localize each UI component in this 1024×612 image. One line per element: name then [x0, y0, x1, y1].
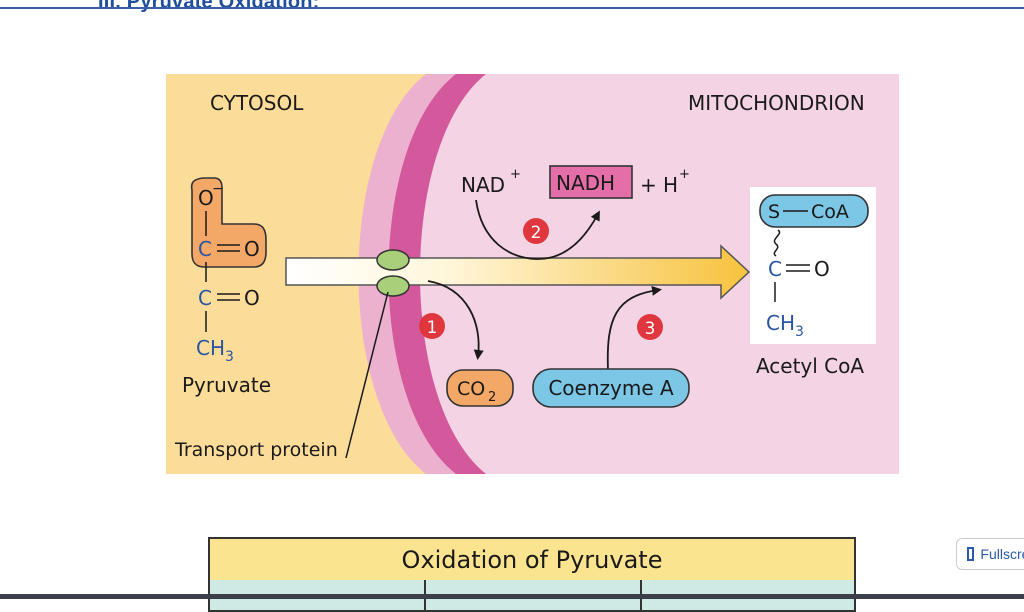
- step-2-badge: [523, 218, 549, 244]
- transport-protein-upper: [376, 249, 410, 271]
- bottom-rule: [0, 594, 1024, 599]
- proton-label: H: [663, 173, 678, 197]
- coa-group-box: [759, 194, 869, 228]
- co2-release-arrow: [427, 280, 484, 360]
- plus-sign: +: [640, 173, 657, 197]
- step-2-number: 2: [531, 223, 542, 243]
- transport-protein-lower: [376, 275, 410, 297]
- fullscreen-button[interactable]: Fullscreen: [956, 538, 1024, 570]
- acetyl-methyl-subscript: 3: [795, 324, 804, 340]
- pyruvate-oxidation-diagram: CYTOSOL MITOCHONDRION O − C O C O CH 3 P…: [166, 74, 899, 474]
- pyruvate-oxygen-2: O: [244, 286, 260, 310]
- cytosol-label: CYTOSOL: [210, 91, 304, 115]
- acetyl-coa-label: Acetyl CoA: [756, 354, 864, 378]
- mitochondrion-label: MITOCHONDRION: [688, 91, 865, 115]
- pyruvate-oxygen-minus: O: [198, 186, 214, 210]
- proton-charge: +: [679, 167, 690, 182]
- pyruvate-label: Pyruvate: [182, 373, 271, 397]
- step-1-number: 1: [427, 318, 438, 338]
- nadh-box: [549, 165, 633, 199]
- acetyl-squiggle-bond: [773, 229, 781, 257]
- step-3-number: 3: [645, 319, 656, 339]
- nad-label: NAD: [461, 173, 505, 197]
- nadh-label: NADH: [556, 171, 615, 195]
- step-1-badge: [419, 313, 445, 339]
- carboxyl-group-highlight: [190, 177, 267, 268]
- pyruvate-methyl-subscript: 3: [225, 349, 234, 365]
- pyruvate-methyl: CH: [196, 336, 225, 360]
- coenzyme-a-arrow: [606, 285, 662, 371]
- pyruvate-carbon-1: C: [198, 237, 212, 261]
- top-rule: [0, 7, 1024, 9]
- acetyl-coa-group: CoA: [811, 201, 849, 223]
- acetyl-oxygen: O: [814, 257, 830, 281]
- fullscreen-label: Fullscreen: [980, 546, 1024, 562]
- transport-protein-pointer: [345, 291, 389, 459]
- section-heading: III. Pyruvate Oxidation:: [98, 0, 320, 13]
- acetyl-methyl: CH: [766, 311, 795, 335]
- co2-box: [446, 369, 514, 407]
- nad-reduction-arrow: [475, 199, 600, 260]
- pyruvate-oxygen-charge: −: [212, 181, 224, 197]
- acetyl-sulfur: S: [768, 201, 780, 223]
- nad-charge: +: [510, 167, 521, 182]
- oxidation-table-title: Oxidation of Pyruvate: [208, 537, 856, 582]
- co2-label: CO: [457, 378, 485, 400]
- fullscreen-icon: [967, 547, 975, 561]
- pyruvate-oxygen-1: O: [244, 237, 260, 261]
- pyruvate-carbon-2: C: [198, 286, 212, 310]
- co2-subscript: 2: [488, 390, 496, 405]
- step-3-badge: [637, 314, 663, 340]
- acetyl-carbon: C: [768, 257, 782, 281]
- coenzyme-a-label: Coenzyme A: [548, 376, 674, 400]
- transport-protein-label: Transport protein: [174, 439, 338, 461]
- coenzyme-a-box: [532, 368, 690, 408]
